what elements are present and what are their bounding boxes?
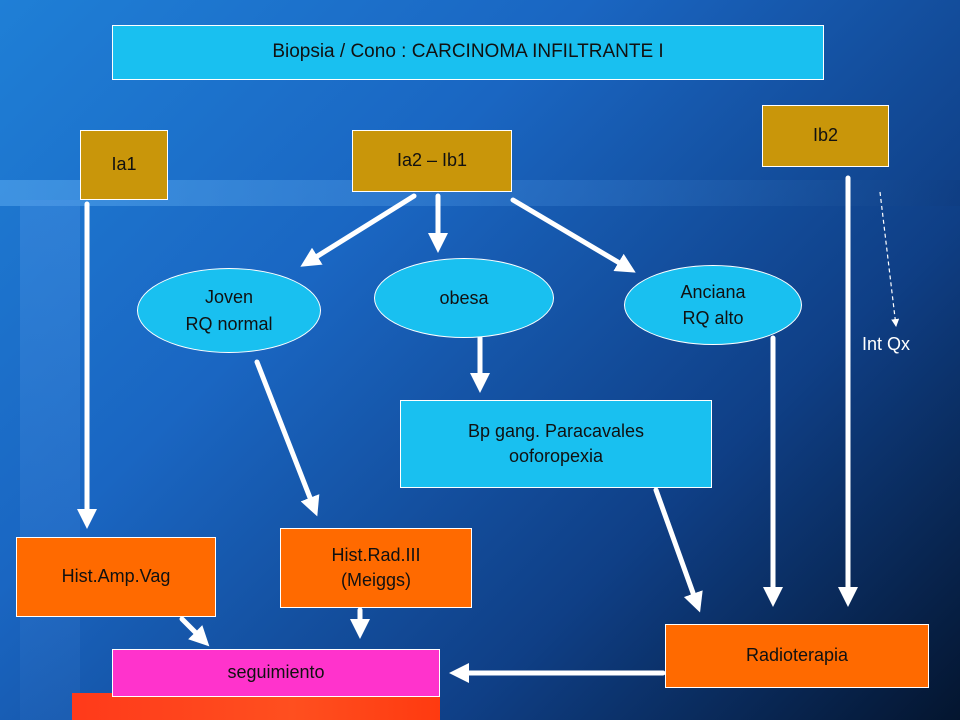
stage-ib2-box: Ib2 bbox=[762, 105, 889, 167]
arrow-ib2-to-intqx-dashed bbox=[879, 191, 900, 327]
arrow-joven-to-histrad bbox=[254, 359, 320, 517]
arrow-histamp-to-seguimiento bbox=[179, 616, 210, 647]
patient-anciana-oval: Anciana RQ alto bbox=[624, 265, 802, 345]
int-qx-label: Int Qx bbox=[862, 334, 911, 354]
bp-gang-box: Bp gang. Paracavales ooforopexia bbox=[400, 400, 712, 488]
arrow-bpgang-to-radioterapia bbox=[653, 487, 703, 613]
seguimiento-box: seguimiento bbox=[112, 649, 440, 697]
hist-rad-box: Hist.Rad.III (Meiggs) bbox=[280, 528, 472, 608]
stage-ia2-ib1-box: Ia2 – Ib1 bbox=[352, 130, 512, 192]
diagnosis-title: Biopsia / Cono : CARCINOMA INFILTRANTE I bbox=[112, 25, 824, 80]
patient-joven-oval: Joven RQ normal bbox=[137, 268, 321, 353]
arrow-ia2-to-anciana bbox=[510, 197, 636, 273]
patient-obesa-oval: obesa bbox=[374, 258, 554, 338]
arrow-ia2-to-joven bbox=[300, 193, 417, 267]
background-stripe-vertical bbox=[20, 200, 80, 720]
background-red-bar bbox=[72, 693, 440, 720]
stage-ia1-box: Ia1 bbox=[80, 130, 168, 200]
hist-amp-vag-box: Hist.Amp.Vag bbox=[16, 537, 216, 617]
radioterapia-box: Radioterapia bbox=[665, 624, 929, 688]
